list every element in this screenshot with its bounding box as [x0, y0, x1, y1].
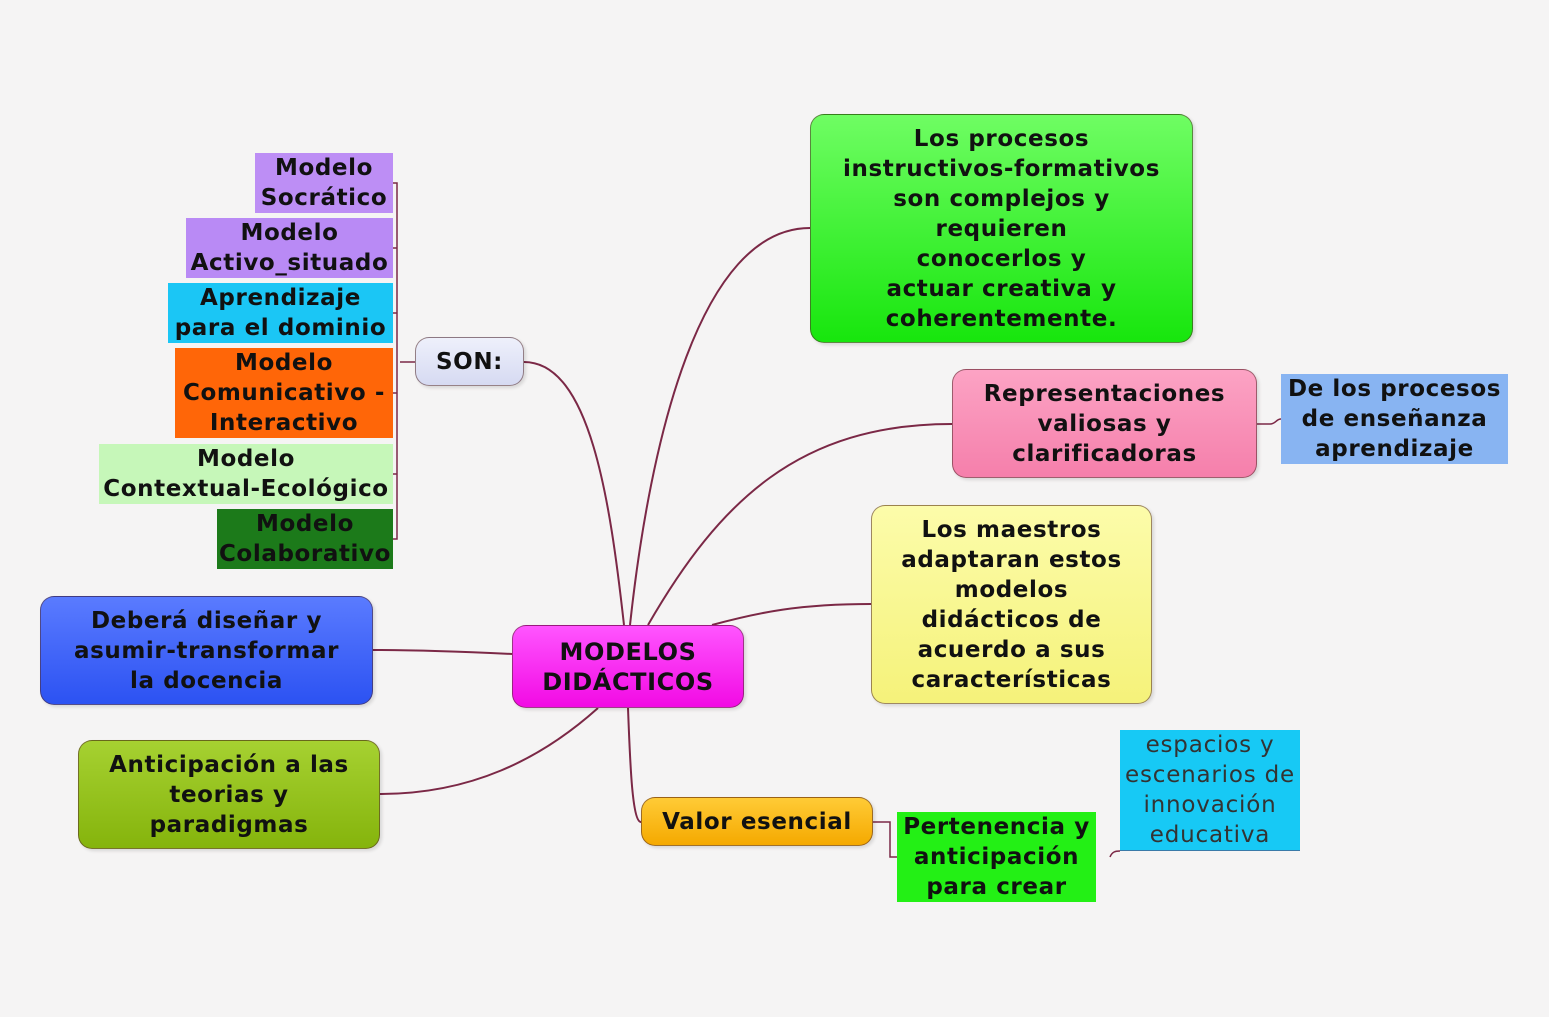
son-topic[interactable]: SON:: [415, 337, 524, 386]
subtopic-colaborativo[interactable]: Modelo Colaborativo: [217, 509, 393, 569]
topic-representaciones-label: Representaciones valiosas y clarificador…: [983, 380, 1226, 467]
topic-anticipacion-label: Anticipación a las teorias y paradigmas: [109, 751, 349, 838]
subtopic-label: Modelo Comunicativo - Interactivo: [182, 350, 386, 436]
subtopic-contextual-ecologico[interactable]: Modelo Contextual-Ecológico: [99, 444, 393, 504]
topic-procesos[interactable]: Los procesos instructivos-formativos son…: [810, 114, 1193, 343]
link-valor-child: [873, 821, 897, 858]
topic-procesos-label: Los procesos instructivos-formativos son…: [843, 125, 1160, 332]
subtopic-label: Modelo Colaborativo: [218, 511, 392, 567]
link-center-disenar: [372, 649, 513, 655]
subtopic-espacios[interactable]: espacios y escenarios de innovación educ…: [1120, 730, 1300, 851]
subtopic-pertenencia[interactable]: Pertenencia y anticipación para crear: [897, 812, 1096, 902]
central-topic[interactable]: MODELOS DIDÁCTICOS: [512, 625, 744, 708]
subtopic-procesos-ensenanza[interactable]: De los procesos de enseñanza aprendizaje: [1281, 374, 1508, 464]
topic-valor-label: Valor esencial: [662, 808, 852, 835]
subtopic-socratico[interactable]: Modelo Socrático: [255, 153, 393, 213]
link-repr-child: [1257, 418, 1282, 425]
son-topic-label: SON:: [436, 348, 503, 375]
topic-maestros[interactable]: Los maestros adaptaran estos modelos did…: [871, 505, 1152, 704]
subtopic-aprendizaje-dominio[interactable]: Aprendizaje para el dominio: [168, 283, 393, 343]
link-center-valor: [627, 707, 642, 823]
link-center-anticipacion: [379, 707, 599, 795]
central-topic-label: MODELOS DIDÁCTICOS: [542, 637, 714, 696]
subtopic-comunicativo[interactable]: Modelo Comunicativo - Interactivo: [175, 348, 393, 438]
subtopic-label: Modelo Activo_situado: [190, 220, 389, 276]
topic-disenar-label: Deberá diseñar y asumir-transformar la d…: [73, 607, 340, 694]
subtopic-activo-situado[interactable]: Modelo Activo_situado: [186, 218, 393, 278]
subtopic-label: Modelo Socrático: [260, 155, 388, 211]
subtopic-label: Modelo Contextual-Ecológico: [103, 446, 389, 502]
link-center-son: [523, 361, 625, 626]
link-center-maestros: [711, 603, 872, 626]
link-center-representaciones: [647, 423, 953, 626]
subtopic-label: Aprendizaje para el dominio: [174, 285, 387, 341]
subtopic-label: espacios y escenarios de innovación educ…: [1125, 732, 1295, 848]
link-center-procesos: [629, 227, 811, 626]
link-son-bracket: [393, 182, 415, 540]
topic-disenar[interactable]: Deberá diseñar y asumir-transformar la d…: [40, 596, 373, 705]
subtopic-label: De los procesos de enseñanza aprendizaje: [1287, 376, 1502, 462]
topic-anticipacion[interactable]: Anticipación a las teorias y paradigmas: [78, 740, 380, 849]
link-pertenencia-espacios: [1109, 850, 1121, 858]
topic-maestros-label: Los maestros adaptaran estos modelos did…: [901, 516, 1122, 693]
subtopic-label: Pertenencia y anticipación para crear: [903, 814, 1090, 900]
topic-representaciones[interactable]: Representaciones valiosas y clarificador…: [952, 369, 1257, 478]
topic-valor-esencial[interactable]: Valor esencial: [641, 797, 873, 846]
